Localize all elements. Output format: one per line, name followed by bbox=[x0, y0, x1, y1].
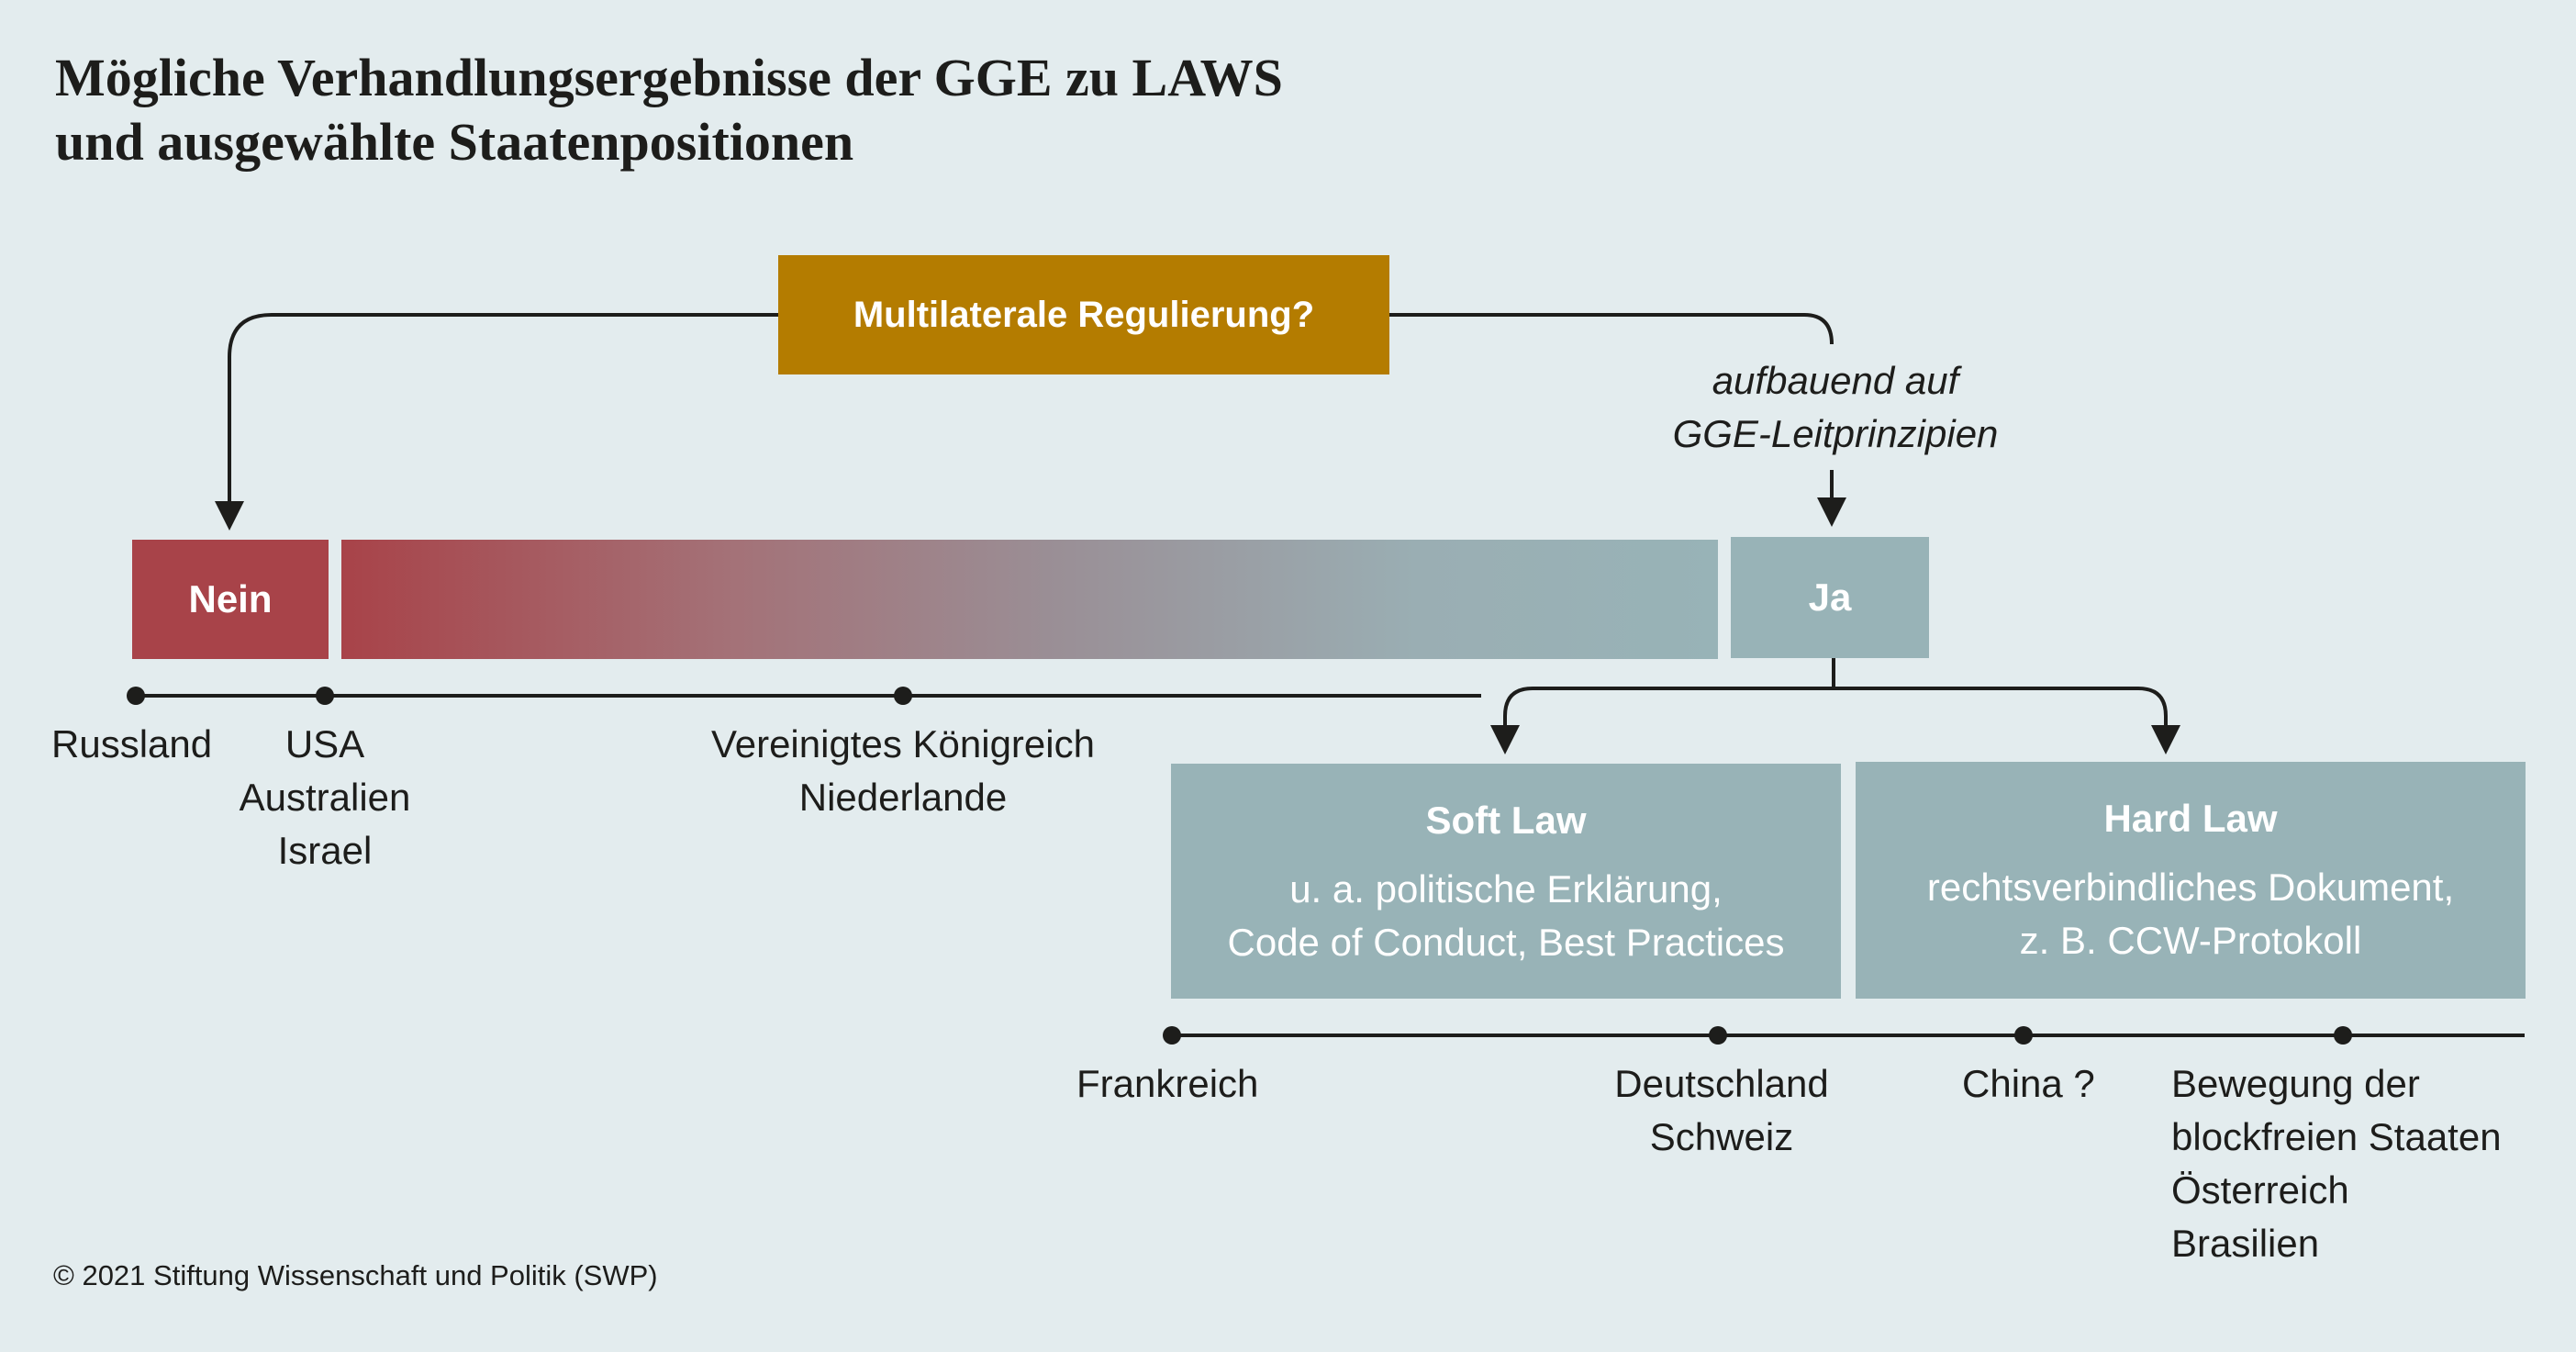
label-schweiz: Schweiz bbox=[1649, 1115, 1794, 1158]
title-line-2: und ausgewählte Staatenpositionen bbox=[55, 112, 854, 172]
marker-russland bbox=[127, 687, 145, 705]
marker-deutschland bbox=[1709, 1026, 1727, 1045]
figure-title: Mögliche Verhandlungsergebnisse der GGE … bbox=[55, 46, 1283, 174]
label-niederlande: Niederlande bbox=[798, 776, 1008, 819]
connector-question-to-note bbox=[1389, 313, 1834, 345]
marker-usa bbox=[316, 687, 334, 705]
gradient-bar bbox=[341, 540, 1718, 659]
label-nam-group: Bewegung der blockfreien Staaten Österre… bbox=[2171, 1057, 2502, 1270]
connector-ja-to-hard bbox=[1834, 687, 2180, 754]
soft-law-line-1: u. a. politische Erklärung, bbox=[1289, 867, 1723, 911]
label-oesterreich: Österreich bbox=[2171, 1168, 2349, 1212]
question-box: Multilaterale Regulierung? bbox=[778, 255, 1389, 374]
label-australien: Australien bbox=[239, 776, 411, 819]
label-uk-group: Vereinigtes Königreich Niederlande bbox=[683, 718, 1123, 824]
marker-china bbox=[2014, 1026, 2033, 1045]
note-line-1: aufbauend auf bbox=[1712, 359, 1959, 402]
hard-law-line-1: rechtsverbindliches Dokument, bbox=[1926, 866, 2455, 909]
label-deutschland-group: Deutschland Schweiz bbox=[1575, 1057, 1868, 1164]
label-vereinigtes-koenigreich: Vereinigtes Königreich bbox=[711, 722, 1095, 765]
label-deutschland: Deutschland bbox=[1614, 1062, 1829, 1105]
copyright-notice: © 2021 Stiftung Wissenschaft und Politik… bbox=[53, 1259, 658, 1291]
hard-law-line-2: z. B. CCW-Protokoll bbox=[2019, 919, 2362, 962]
soft-law-title: Soft Law bbox=[1425, 799, 1587, 842]
nein-box: Nein bbox=[132, 540, 329, 659]
hard-law-description: rechtsverbindliches Dokument, z. B. CCW-… bbox=[1856, 861, 2526, 967]
label-usa-group: USA Australien Israel bbox=[196, 718, 453, 877]
marker-frankreich bbox=[1163, 1026, 1181, 1045]
ja-label: Ja bbox=[1808, 575, 1852, 619]
soft-law-box: Soft Law u. a. politische Erklärung, Cod… bbox=[1171, 764, 1841, 999]
label-bewegung-der: Bewegung der bbox=[2171, 1062, 2420, 1105]
soft-law-description: u. a. politische Erklärung, Code of Cond… bbox=[1171, 863, 1841, 969]
note-text: aufbauend auf GGE-Leitprinzipien bbox=[1661, 354, 2010, 461]
connector-ja-to-soft bbox=[1490, 687, 1834, 754]
label-brasilien: Brasilien bbox=[2171, 1222, 2320, 1265]
title-line-1: Mögliche Verhandlungsergebnisse der GGE … bbox=[55, 48, 1283, 107]
label-china: China ? bbox=[1962, 1062, 2095, 1105]
marker-nam bbox=[2334, 1026, 2352, 1045]
hard-law-title: Hard Law bbox=[2103, 797, 2278, 840]
nein-label: Nein bbox=[188, 577, 273, 620]
label-israel: Israel bbox=[277, 829, 373, 872]
label-russland: Russland bbox=[51, 722, 213, 765]
connector-question-to-nein bbox=[215, 313, 778, 531]
label-usa: USA bbox=[284, 722, 365, 765]
note-line-2: GGE-Leitprinzipien bbox=[1672, 412, 1999, 455]
soft-law-line-2: Code of Conduct, Best Practices bbox=[1227, 921, 1785, 964]
label-frankreich: Frankreich bbox=[1076, 1062, 1259, 1105]
marker-uk bbox=[894, 687, 912, 705]
hard-law-box: Hard Law rechtsverbindliches Dokument, z… bbox=[1856, 762, 2526, 999]
label-blockfreien-staaten: blockfreien Staaten bbox=[2171, 1115, 2502, 1158]
question-label: Multilaterale Regulierung? bbox=[853, 294, 1315, 335]
ja-box: Ja bbox=[1731, 537, 1929, 658]
